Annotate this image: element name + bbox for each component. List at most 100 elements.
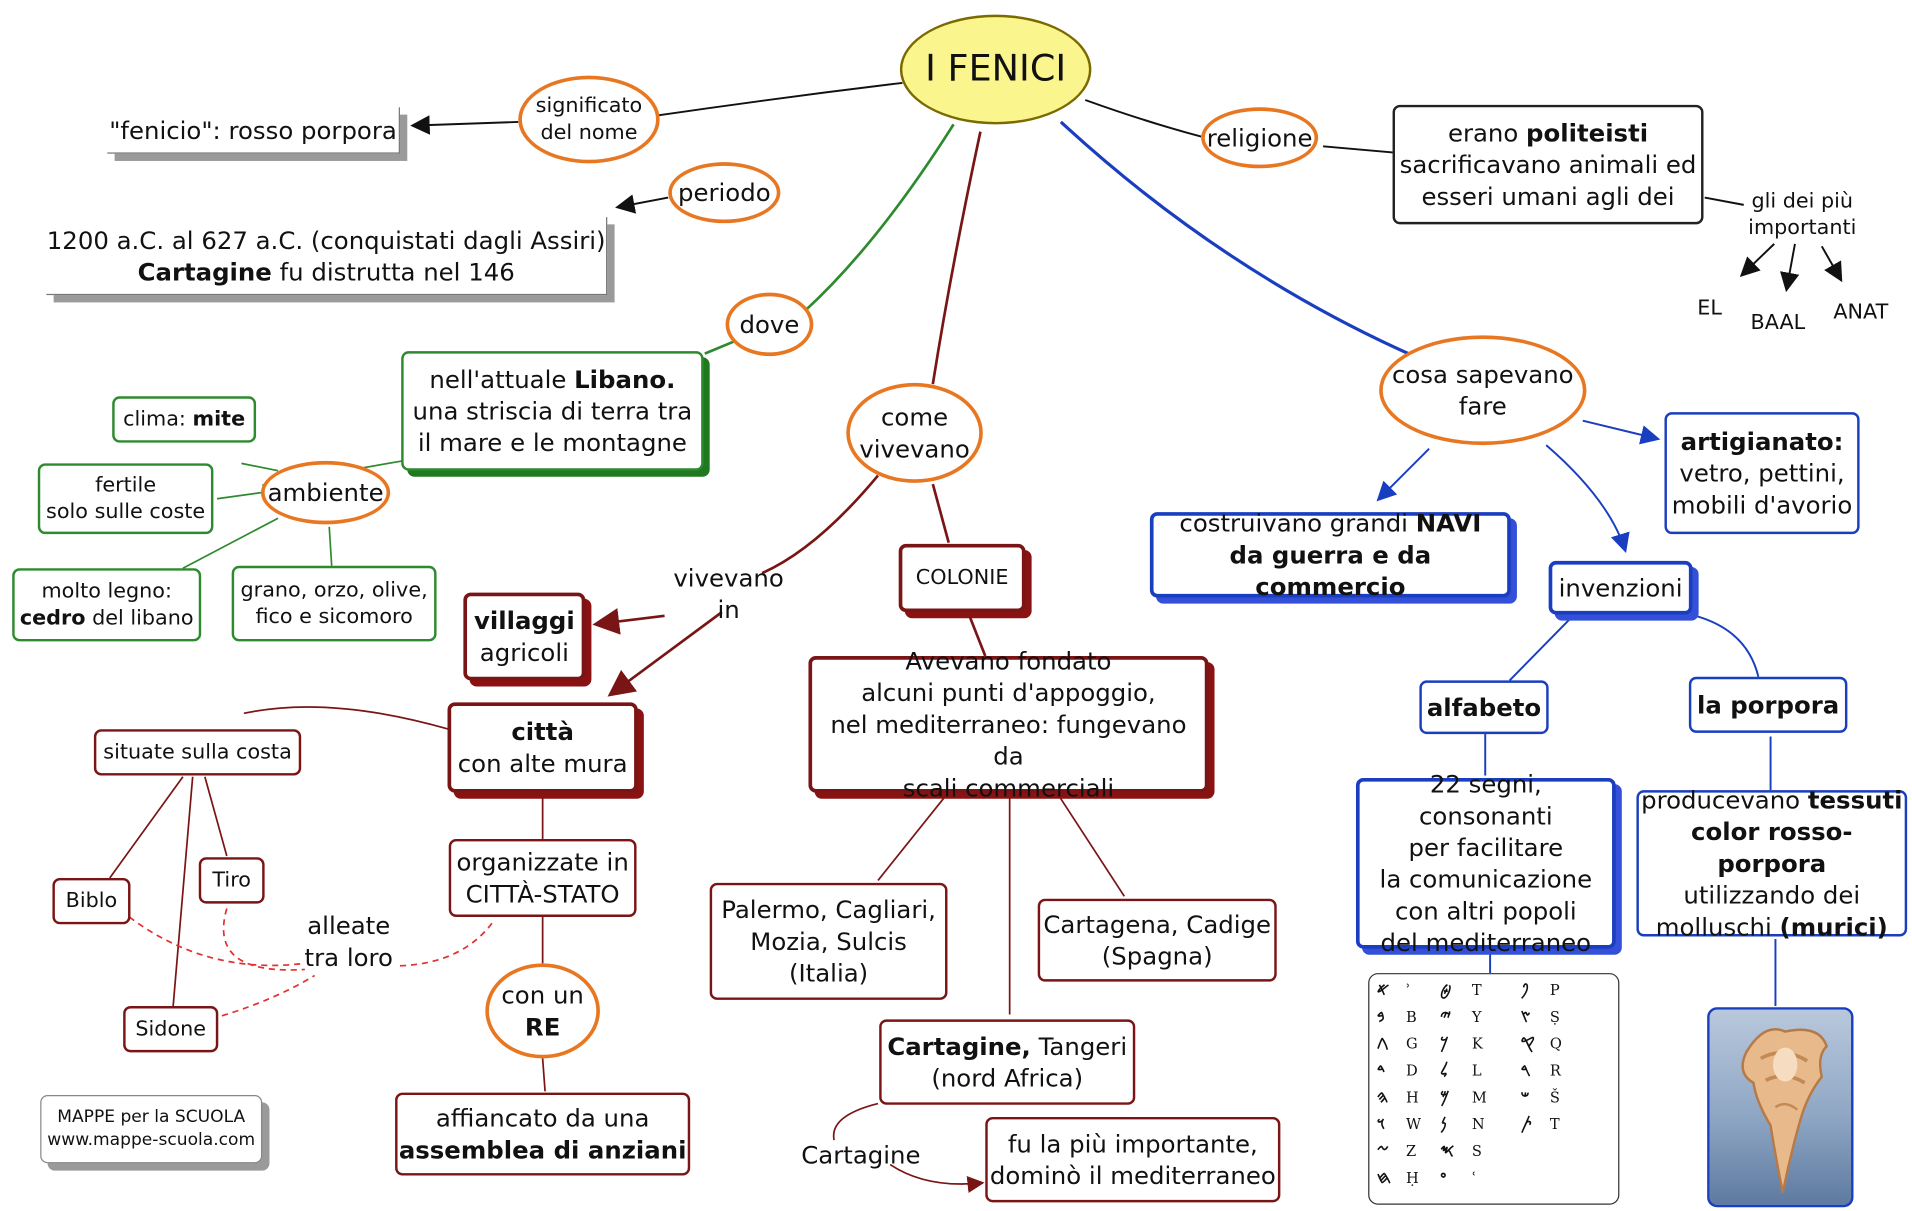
cartagine-bold: Cartagine [137,256,272,286]
phoenician-glyph: 𐤅 [1376,1114,1386,1135]
alfabeto-box: alfabeto [1419,680,1549,735]
god-el: EL [1688,293,1732,325]
artigianato-box: artigianato: vetro, pettini, mobili d'av… [1664,412,1860,535]
alfabeto-desc-box: 22 segni, consonanti per facilitare la c… [1355,769,1616,957]
alleate-line-2: tra loro [304,942,393,972]
shell-icon [1741,1028,1829,1193]
periodo-box: 1200 a.C. al 627 a.C. (conquistati dagli… [46,217,608,296]
porpora-box: la porpora [1688,676,1848,733]
phoenician-glyph: 𐤁 [1376,1007,1385,1027]
colonie-desc-box: Avevano fondato alcuni punti d'appoggio,… [808,646,1209,802]
porpora-desc-1: producevano tessuti [1641,784,1902,816]
situate-box: situate sulla costa [93,729,302,776]
sapevano-node: cosa sapevano fare [1379,335,1587,446]
latin-letter: Ṣ [1549,1008,1560,1026]
phoenician-glyph: 𐤂 [1376,1034,1389,1054]
fenicio-box: "fenicio": rosso porpora [107,107,400,154]
navi-bold: NAVI [1415,508,1482,538]
footer-line-1: MAPPE per la SCUOLA [57,1107,246,1127]
libano-line-2: una striscia di terra tra [412,396,693,426]
murex-shell-image [1707,1007,1854,1208]
citta-line-2: con alte mura [457,748,628,778]
grano-box: grano, orzo, olive, fico e sicomoro [231,565,437,642]
god-anat-text: ANAT [1833,299,1889,325]
phoenician-glyph: 𐤓 [1520,1060,1531,1081]
cartagine-label: Cartagine [800,1136,922,1173]
latin-letter: M [1471,1088,1487,1106]
libano-box: nell'attuale Libano. una striscia di ter… [401,351,704,471]
clima-text: clima: mite [123,406,245,433]
latin-letter: Q [1549,1035,1562,1053]
religione-line-3: esseri umani agli dei [1421,181,1675,211]
re-node: con un RE [485,963,600,1059]
tessuti-bold: tessuti [1807,785,1903,815]
legno-box: molto legno: cedro del libano [12,568,202,642]
religione-line-1: erano politeisti [1448,117,1648,149]
italia-line-2: Mozia, Sulcis [750,926,907,957]
religione-node: religione [1201,107,1319,169]
latin-letter [1550,1165,1574,1192]
god-baal-text: BAAL [1750,310,1806,336]
sapevano-line-1: cosa sapevano [1391,359,1574,389]
phoenician-glyph: 𐤌 [1440,1087,1450,1108]
navi-line-1: costruivano grandi NAVI [1179,507,1481,539]
phoenician-glyph: 𐤈 [1440,980,1452,1000]
latin-letter: R [1549,1062,1561,1080]
porpora-desc-4: molluschi (murici) [1656,911,1888,943]
latin-letter [1550,1138,1574,1165]
alfabeto-desc-5: del mediterraneo [1380,927,1592,958]
latin-letter: H [1405,1088,1419,1106]
italia-line-3: (Italia) [788,958,869,988]
importante-box: fu la più importante, dominò il mediterr… [985,1116,1281,1203]
biblo-box: Biblo [52,877,131,925]
phoenician-glyph: 𐤃 [1376,1060,1386,1081]
phoenician-glyph: 𐤑 [1520,1007,1531,1027]
phoenician-glyph: 𐤉 [1440,1007,1452,1027]
footer-box: MAPPE per la SCUOLA www.mappe-scuola.com [40,1095,263,1164]
re-bold: RE [524,1012,561,1042]
phoenician-glyph: 𐤏 [1440,1168,1447,1188]
title-node: I FENICI [899,14,1092,125]
artigianato-bold: artigianato: [1680,426,1844,457]
alfabeto-desc-4: con altri popoli [1394,896,1577,926]
god-el-text: EL [1697,296,1722,321]
footer-line-2: www.mappe-scuola.com [47,1130,256,1150]
situate-text: situate sulla costa [103,740,292,765]
navi-pre: costruivano grandi [1179,508,1416,538]
significato-node: significato del nome [518,75,660,164]
latin-letter: T [1471,981,1482,999]
re-line-1: con un [501,980,584,1010]
clima-pre: clima: [123,407,193,432]
come-vivevano-node: come vivevano [846,382,983,483]
porpora-label: la porpora [1697,690,1840,720]
phoenician-glyph: 𐤆 [1376,1141,1389,1161]
cartagine-africa-bold: Cartagine, [887,1031,1031,1061]
latin-letter: Y [1471,1008,1482,1026]
importante-line-1: fu la più importante, [1007,1129,1258,1159]
colonie-box: COLONIE [898,543,1026,613]
phoenician-glyph: 𐤐 [1520,980,1529,1000]
alfabeto-desc-3: la comunicazione [1379,864,1593,894]
legno-line-2: cedro del libano [20,605,194,632]
cartagine-text: Cartagine [801,1140,921,1170]
invenzioni-label: invenzioni [1558,573,1683,603]
periodo-node: periodo [668,162,781,224]
phoenician-glyph: 𐤀 [1376,980,1390,1000]
villaggi-box: villaggi agricoli [463,592,586,681]
porpora-desc-2: color rosso-porpora [1691,816,1853,878]
god-anat: ANAT [1829,296,1892,328]
ambiente-label: ambiente [267,478,384,508]
phoenician-glyph: 𐤕 [1520,1114,1532,1135]
latin-letter: K [1471,1035,1483,1053]
villaggi-line-2: agricoli [479,637,569,668]
africa-line-2: (nord Africa) [931,1063,1084,1093]
citta-box: città con alte mura [447,702,638,793]
periodo-label: periodo [678,178,771,208]
religione-box: erano politeisti sacrificavano animali e… [1392,104,1704,225]
citta-bold: città [511,717,574,747]
assemblea-box: affiancato da una assemblea di anziani [395,1092,691,1176]
libano-pre: nell'attuale [429,364,575,394]
libano-bold: Libano. [574,364,676,394]
